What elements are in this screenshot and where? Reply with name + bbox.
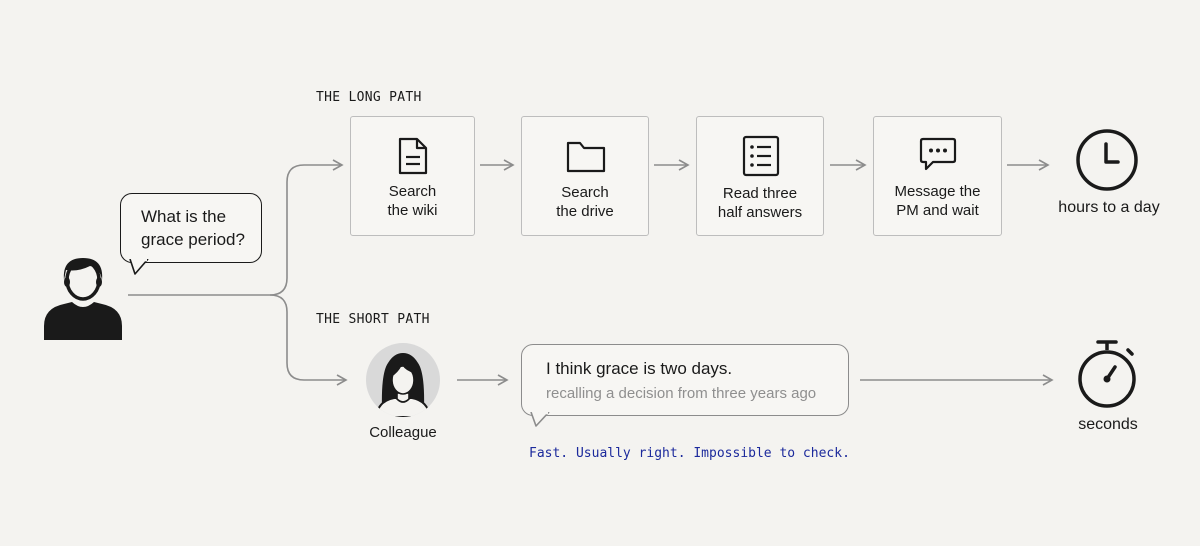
step-search-drive-line-2: the drive [556,203,614,220]
reply-tail-icon [530,412,550,427]
folder-icon [566,141,606,173]
split-connector [128,159,344,296]
short-path-outcome: seconds [1078,416,1138,433]
colleague-reply-bubble: I think grace is two days. recalling a d… [521,344,849,427]
person-avatar-icon [42,252,124,342]
bubble-tail-icon [129,259,149,275]
question-bubble: What is the grace period? [120,193,262,275]
step-message-pm-line-1: Message the [894,183,981,200]
split-connector-short [269,294,348,386]
step-search-drive-line-1: Search [561,184,609,201]
clock-icon [1076,129,1138,191]
step-read-answers: Read three half answers [696,116,824,236]
step-read-answers-line-1: Read three [722,185,798,202]
reply-sub-text: recalling a decision from three years ag… [546,385,817,402]
reply-main-text: I think grace is two days. [546,359,733,378]
colleague-label: Colleague [369,424,437,441]
step-search-drive: Search the drive [521,116,649,236]
stopwatch-icon [1078,340,1136,408]
question-line-1: What is the [141,207,227,226]
document-icon [398,137,428,175]
step-read-answers-line-2: half answers [717,204,803,221]
short-path-label: THE SHORT PATH [316,312,430,327]
step-message-pm-line-2: PM and wait [896,202,979,219]
colleague-avatar [366,343,440,417]
woman-avatar-icon [374,353,432,417]
short-path-caption: Fast. Usually right. Impossible to check… [529,446,850,461]
question-line-2: grace period? [141,230,245,249]
step-search-wiki: Search the wiki [350,116,475,236]
long-path-outcome: hours to a day [1058,199,1160,216]
step-message-pm: Message the PM and wait [873,116,1002,236]
step-search-wiki-line-1: Search [388,183,437,200]
chat-bubble-icon [919,137,957,171]
long-path-label: THE LONG PATH [316,90,422,105]
list-icon [742,135,780,177]
step-search-wiki-line-2: the wiki [387,202,438,219]
